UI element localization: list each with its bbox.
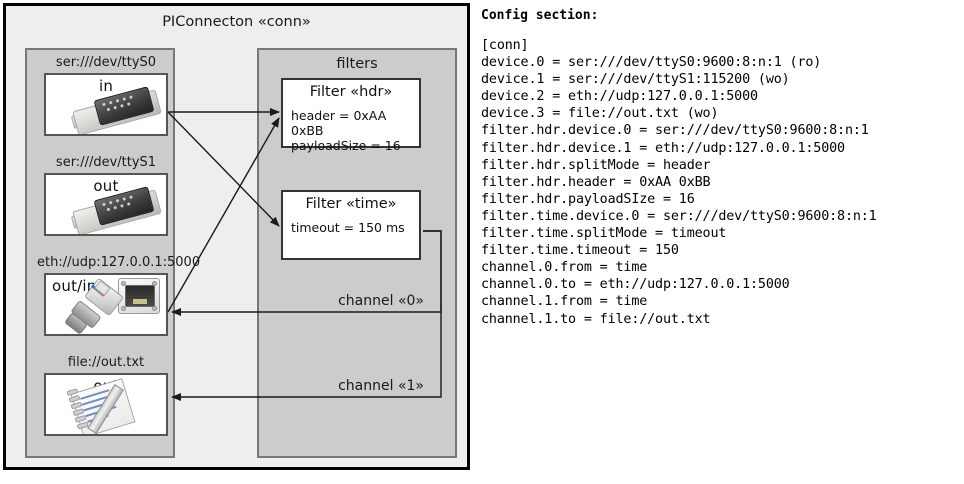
serial-connector-icon — [70, 186, 162, 234]
device-box-file[interactable]: out — [44, 373, 168, 436]
device-mode-ttyS0: in — [98, 77, 114, 95]
serial-connector-icon — [70, 86, 162, 134]
filter-props-time: timeout = 150 ms — [291, 220, 413, 235]
device-label-eth: eth://udp:127.0.0.1:5000 — [37, 255, 201, 270]
config-text: [conn] device.0 = ser:///dev/ttyS0:9600:… — [481, 38, 877, 327]
filter-title-hdr: Filter «hdr» — [309, 84, 393, 100]
filter-box-time[interactable]: Filter «time» timeout = 150 ms — [281, 190, 421, 260]
channel-label-0: channel «0» — [338, 293, 424, 309]
notepad-pencil-icon — [66, 378, 144, 434]
device-mode-ttyS1: out — [93, 177, 119, 195]
filters-panel-title: filters — [336, 56, 378, 72]
filter-prop: header = 0xAA 0xBB — [291, 108, 387, 138]
device-label-ttyS0: ser:///dev/ttyS0 — [55, 55, 157, 70]
device-box-eth[interactable]: out/in — [44, 273, 168, 336]
device-label-file: file://out.txt — [67, 355, 145, 370]
filter-props-hdr: header = 0xAA 0xBB payloadSize = 16 — [291, 108, 413, 153]
network-plug-icon — [64, 277, 130, 334]
config-section: Config section: [conn] device.0 = ser://… — [481, 8, 961, 328]
device-box-ttyS0[interactable]: in — [44, 73, 168, 136]
channel-label-1: channel «1» — [338, 378, 424, 394]
device-box-ttyS1[interactable]: out — [44, 173, 168, 236]
filter-prop: payloadSize = 16 — [291, 138, 401, 153]
device-mode-eth: out/in — [52, 277, 97, 295]
filter-title-time: Filter «time» — [305, 196, 397, 212]
network-jack-icon — [118, 278, 160, 314]
device-label-ttyS1: ser:///dev/ttyS1 — [55, 155, 157, 170]
page-title: PIConnecton «conn» — [162, 14, 311, 30]
filter-prop: timeout = 150 ms — [291, 220, 405, 235]
config-heading: Config section: — [481, 8, 599, 23]
filter-box-hdr[interactable]: Filter «hdr» header = 0xAA 0xBB payloadS… — [281, 78, 421, 153]
